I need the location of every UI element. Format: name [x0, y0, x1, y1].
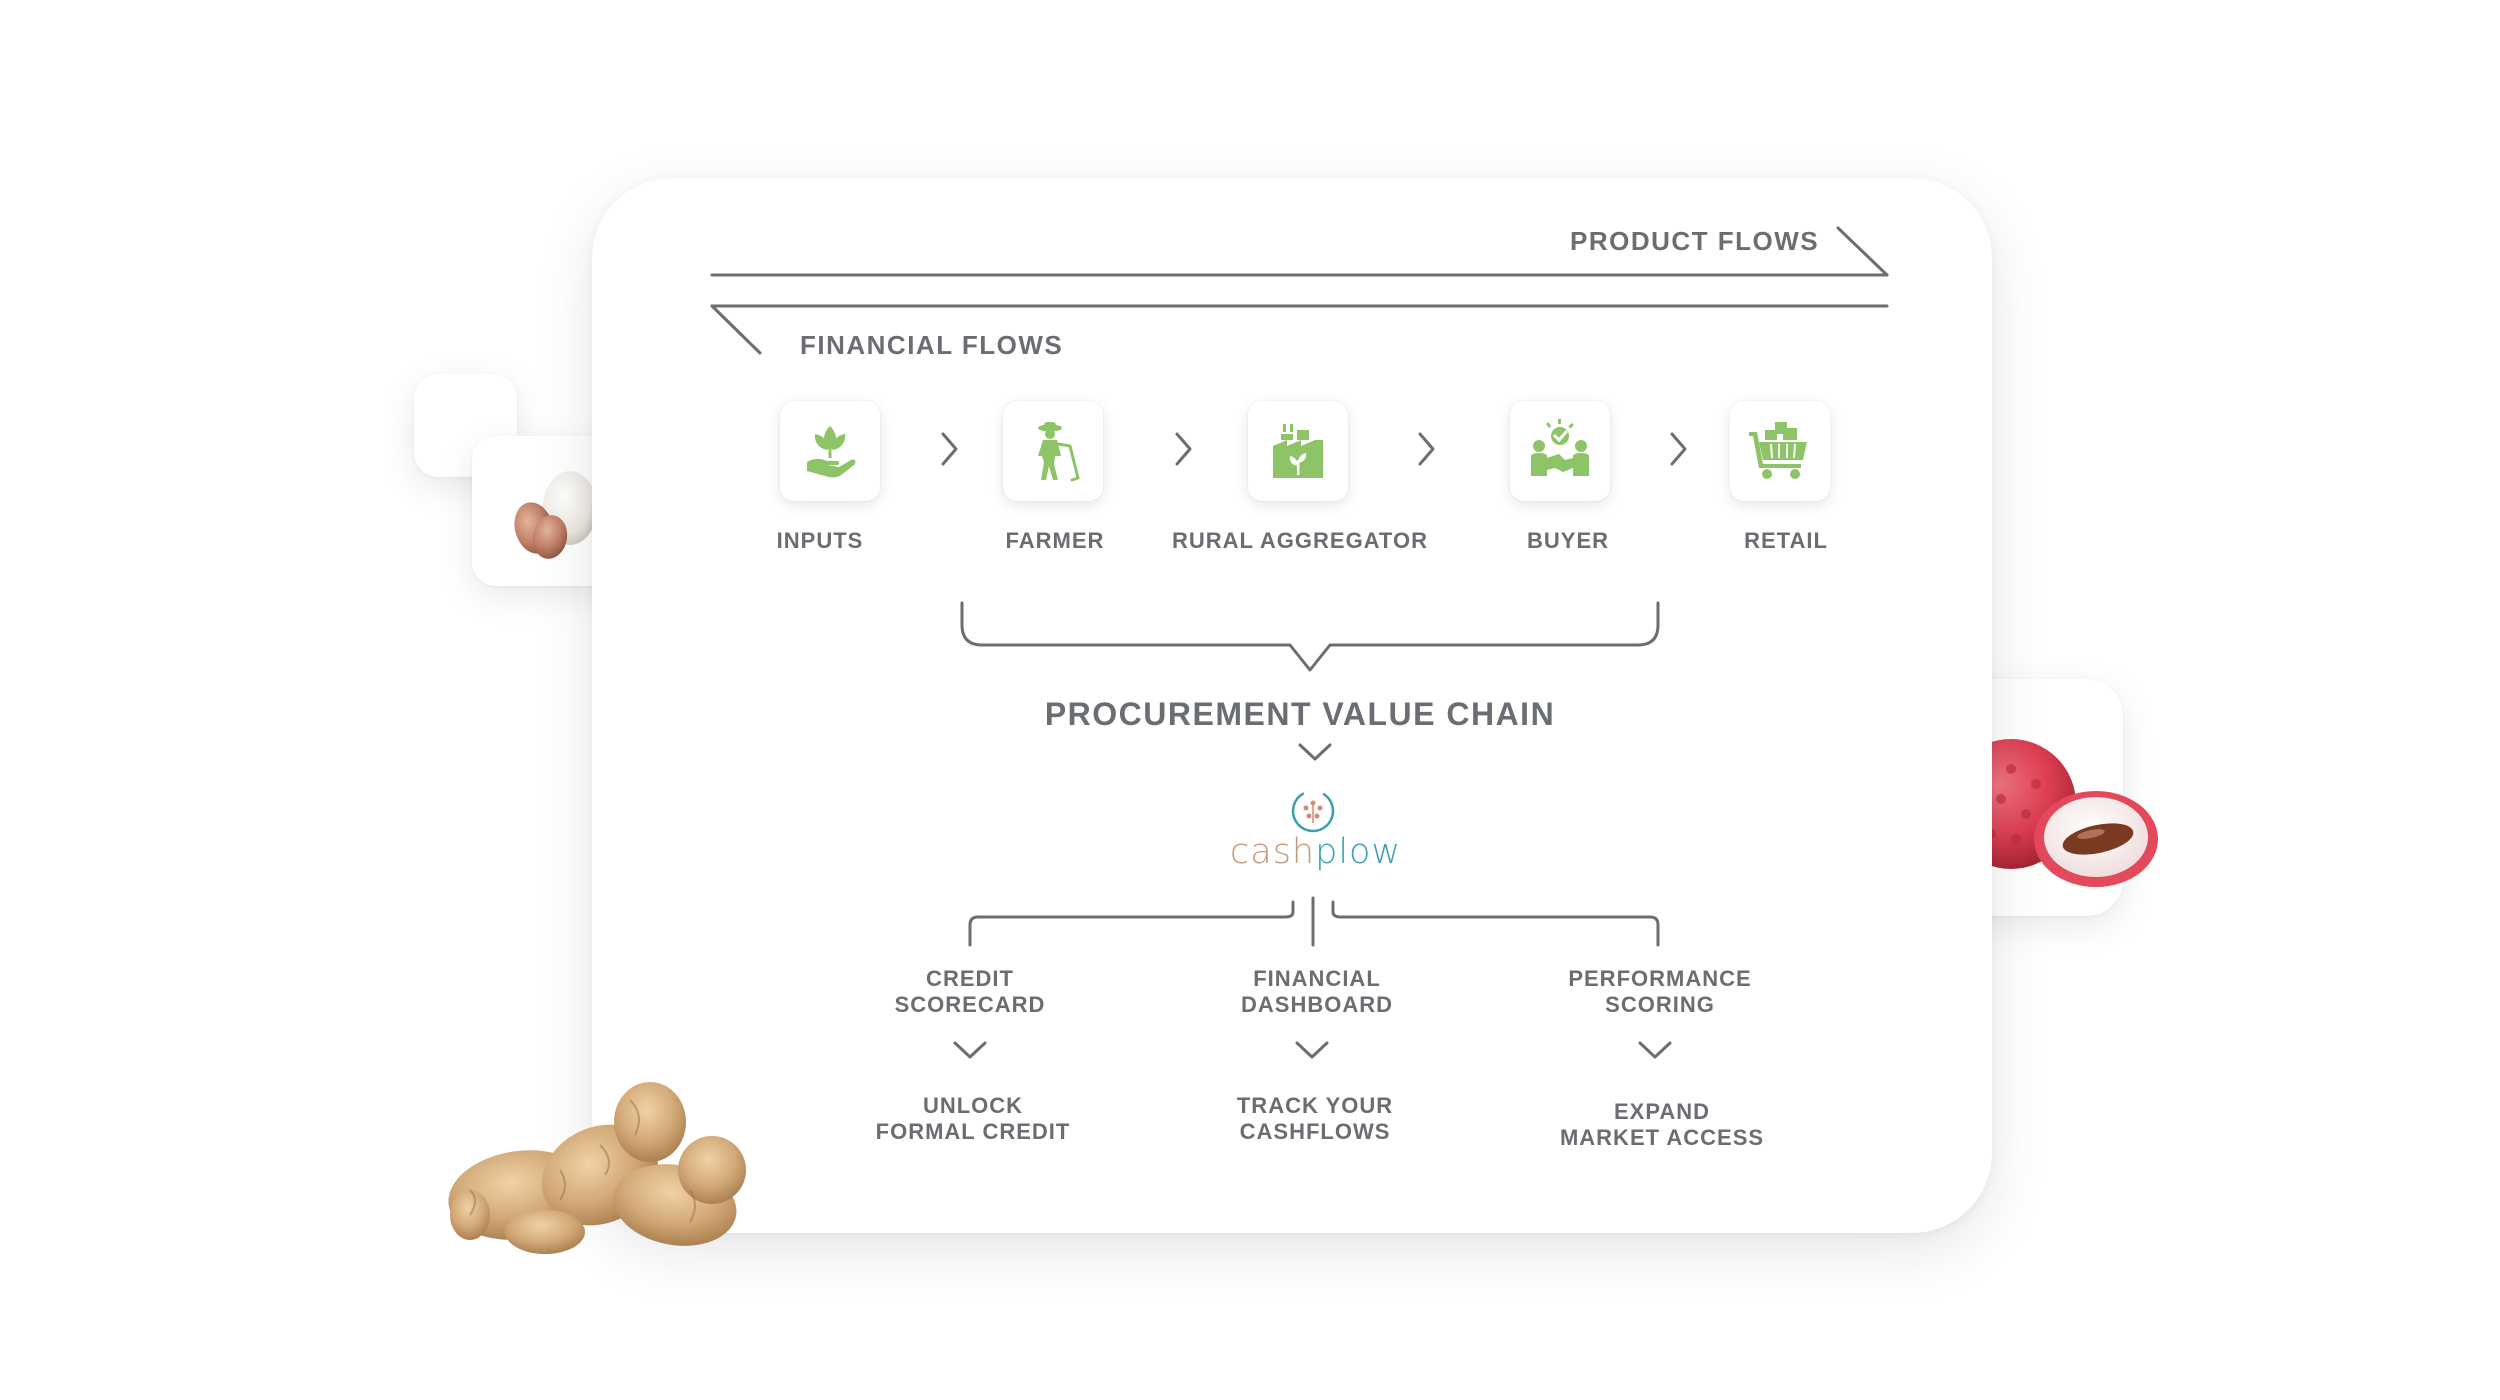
step-inputs: [780, 401, 880, 501]
eggs-image: [514, 471, 597, 559]
step-label-buyer: BUYER: [1526, 528, 1610, 553]
factory-plant-icon: [1273, 424, 1323, 478]
result-line2: CASHFLOWS: [1239, 1119, 1391, 1144]
pillar-title-line1: PERFORMANCE: [1568, 966, 1752, 991]
cashplow-word-plow: plow: [1315, 832, 1402, 872]
step-retail: [1730, 401, 1830, 501]
product-flows-label: PRODUCT FLOWS: [1570, 226, 1820, 256]
procurement-value-chain-title: PROCUREMENT VALUE CHAIN: [1044, 696, 1556, 732]
result-line1: EXPAND: [1613, 1099, 1711, 1124]
step-label-inputs: INPUTS: [776, 528, 864, 553]
pillar-title-line2: SCORING: [1605, 992, 1715, 1017]
farmer-icon: [1038, 422, 1080, 482]
step-label-farmer: FARMER: [1005, 528, 1105, 553]
value-chain-card: [592, 178, 1992, 1233]
result-track-your-cashflows: TRACK YOUR CASHFLOWS: [1237, 1093, 1393, 1145]
cashplow-logo: cashplow: [1230, 832, 1400, 872]
shopping-cart-icon: [1749, 422, 1807, 479]
pillar-title-line2: SCORECARD: [894, 992, 1046, 1017]
pillar-title-line2: DASHBOARD: [1241, 992, 1393, 1017]
hand-plant-icon: [807, 426, 856, 478]
pillar-credit-scorecard: CREDIT SCORECARD: [895, 966, 1046, 1018]
pillar-title-line1: CREDIT: [926, 966, 1014, 991]
result-line1: TRACK YOUR: [1236, 1093, 1394, 1118]
cashplow-word-cash: cash: [1230, 832, 1316, 872]
pillar-title-line1: FINANCIAL: [1253, 966, 1381, 991]
pillar-financial-dashboard: FINANCIAL DASHBOARD: [1241, 966, 1393, 1018]
result-line2: FORMAL CREDIT: [875, 1119, 1071, 1144]
result-unlock-formal-credit: UNLOCK FORMAL CREDIT: [876, 1093, 1071, 1145]
step-label-retail: RETAIL: [1744, 528, 1828, 553]
financial-flows-label: FINANCIAL FLOWS: [800, 330, 1064, 360]
step-farmer: [1003, 401, 1103, 501]
step-buyer: [1510, 401, 1610, 501]
pillar-performance-scoring: PERFORMANCE SCORING: [1568, 966, 1751, 1018]
step-rural-aggregator: [1248, 401, 1348, 501]
result-line2: MARKET ACCESS: [1559, 1125, 1765, 1150]
result-expand-market-access: EXPAND MARKET ACCESS: [1560, 1099, 1764, 1151]
handshake-icon: [1531, 419, 1589, 476]
result-line1: UNLOCK: [922, 1093, 1024, 1118]
step-label-rural-aggregator: RURAL AGGREGATOR: [1172, 528, 1428, 553]
